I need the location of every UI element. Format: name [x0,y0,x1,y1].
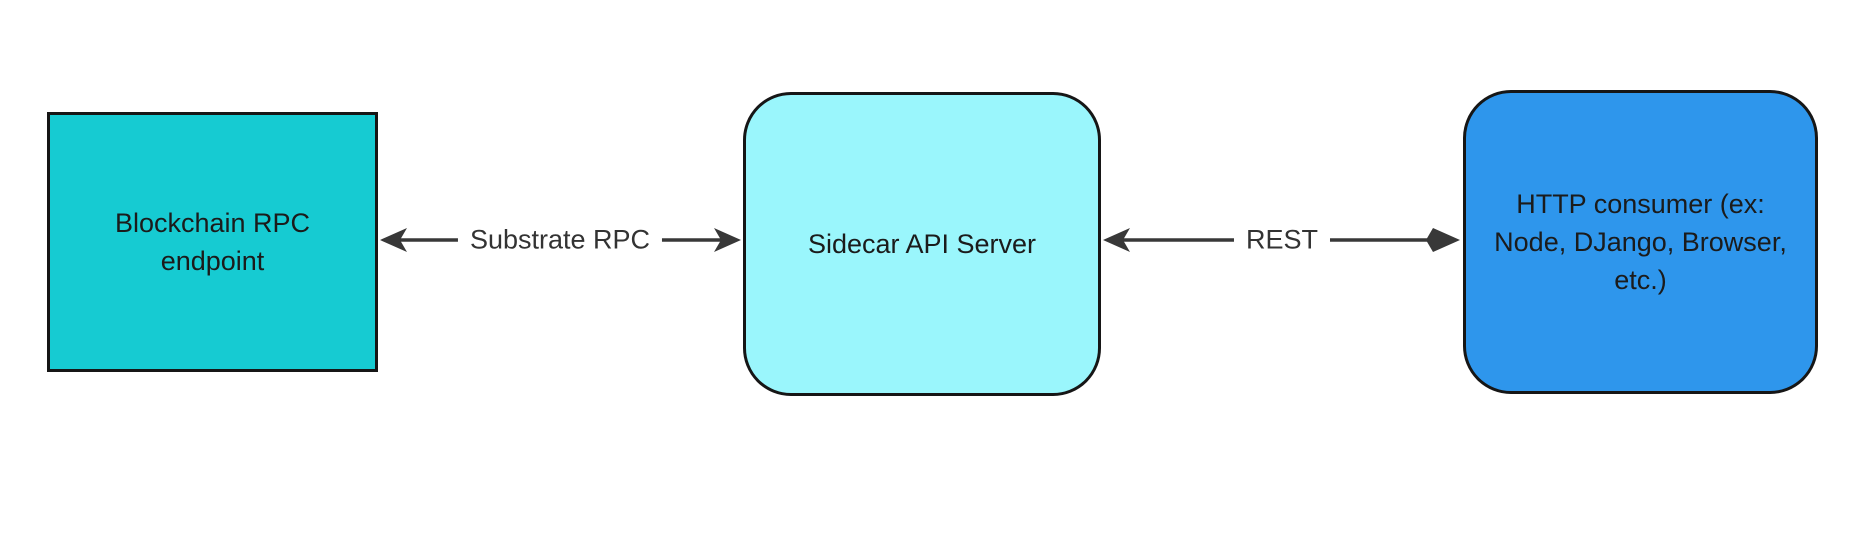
node-label: HTTP consumer (ex: Node, DJango, Browser… [1494,188,1787,296]
arrowhead-right-icon [1426,228,1460,252]
node-http-consumer: HTTP consumer (ex: Node, DJango, Browser… [1463,90,1818,394]
edge-label-rest: REST [1233,222,1331,258]
node-label: Sidecar API Server [807,228,1037,259]
node-label: Blockchain RPC endpoint [114,207,311,276]
arrowhead-right-icon [714,228,741,252]
arrowhead-left-icon [1103,228,1130,252]
edge-label-substrate-rpc: Substrate RPC [457,222,663,258]
node-blockchain-rpc-endpoint: Blockchain RPC endpoint [47,112,378,372]
arrowhead-left-icon [380,228,407,252]
node-sidecar-api-server: Sidecar API Server [743,92,1101,396]
